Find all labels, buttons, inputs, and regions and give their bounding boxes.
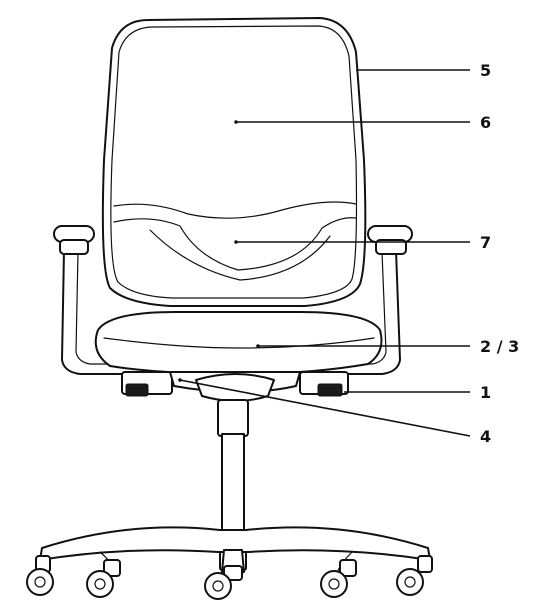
label-2-3: 2 / 3 [480, 337, 519, 356]
mechanism-lever-left [125, 383, 149, 397]
leader-4 [179, 379, 471, 437]
caster-far-right [396, 555, 433, 596]
gas-cylinder [221, 433, 245, 535]
right-armrest-pad-base [375, 239, 407, 255]
lumbar-support [113, 201, 357, 219]
caster-left [86, 559, 121, 598]
left-armrest-pad-base [59, 239, 89, 255]
seat-cushion [94, 311, 383, 375]
caster-center [204, 565, 243, 600]
gas-cylinder-top [217, 399, 249, 437]
left-armrest-post [61, 249, 131, 375]
label-1: 1 [480, 383, 491, 402]
lumbar-pad-lower [149, 229, 331, 281]
leader-7-dot [234, 240, 238, 244]
backrest-inner-frame [110, 25, 358, 299]
backrest-frame [101, 17, 367, 307]
leader-6-dot [234, 120, 238, 124]
leader-4-dot [178, 378, 182, 382]
leader-2-3-dot [256, 344, 260, 348]
mechanism-lever-right [317, 383, 343, 397]
right-armrest-post [339, 249, 401, 375]
label-7: 7 [480, 233, 491, 252]
label-6: 6 [480, 113, 491, 132]
seat-mechanism-hub [195, 373, 275, 402]
caster-right [320, 559, 357, 598]
label-5: 5 [480, 61, 491, 80]
lumbar-pad [113, 217, 357, 271]
right-armrest-post-inner [339, 251, 387, 365]
seat-cushion-edge [103, 337, 375, 349]
caster-far-left [26, 555, 54, 596]
label-4: 4 [480, 427, 491, 446]
left-armrest-post-inner [75, 251, 131, 365]
